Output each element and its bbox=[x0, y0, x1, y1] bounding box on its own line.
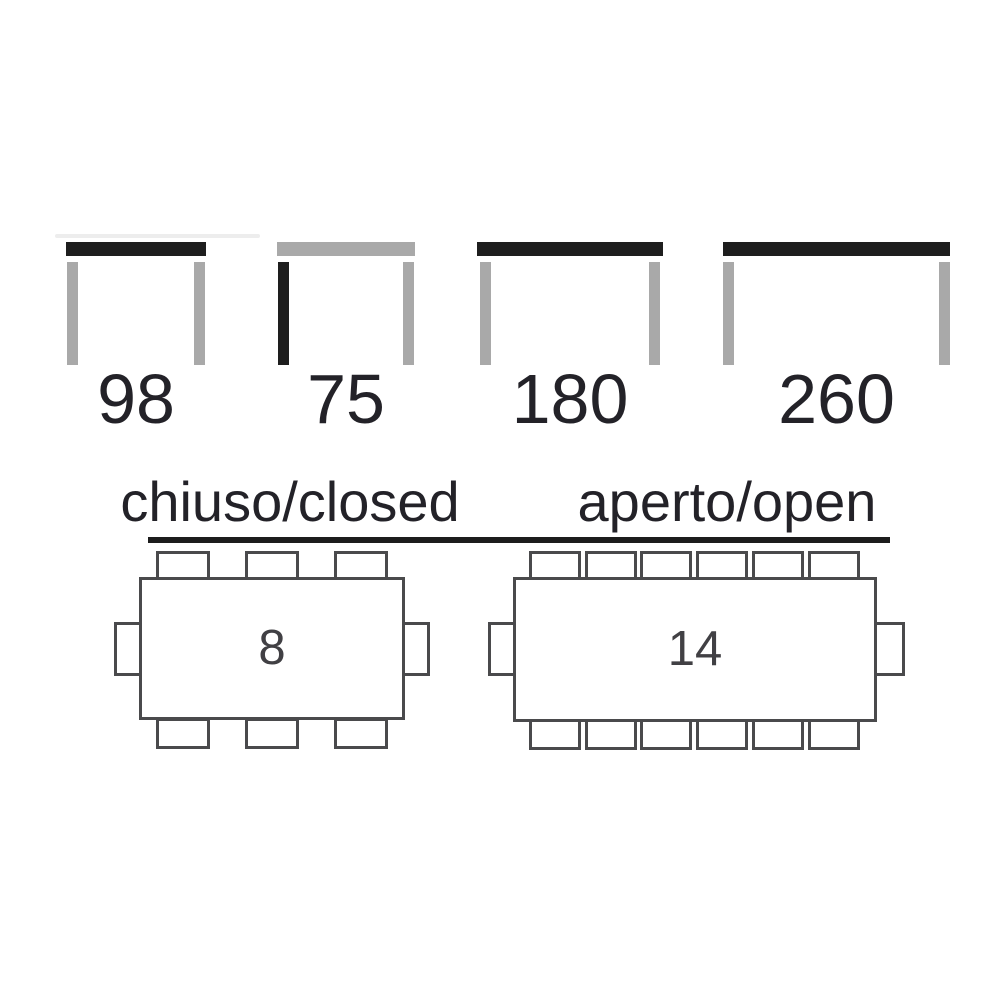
dimension-value: 180 bbox=[511, 360, 629, 438]
chair bbox=[696, 551, 748, 580]
dimension-value: 75 bbox=[307, 360, 385, 438]
side-view-98: 98 bbox=[66, 242, 206, 472]
table-leg-left bbox=[723, 262, 734, 365]
chair bbox=[640, 719, 692, 750]
chair bbox=[245, 718, 299, 749]
chair bbox=[334, 718, 388, 749]
chair bbox=[585, 551, 637, 580]
artifact-line bbox=[55, 234, 260, 238]
chair bbox=[156, 551, 210, 580]
dimension-value: 260 bbox=[778, 360, 895, 438]
table-leg-right bbox=[194, 262, 205, 365]
divider-line bbox=[148, 537, 890, 543]
chair bbox=[696, 719, 748, 750]
seat-count-open: 14 bbox=[667, 622, 723, 676]
chair bbox=[334, 551, 388, 580]
chair bbox=[402, 622, 430, 676]
side-view-180: 180 bbox=[477, 242, 663, 472]
table-leg-right bbox=[403, 262, 414, 365]
dimension-value: 98 bbox=[97, 360, 175, 438]
table-leg-left bbox=[480, 262, 491, 365]
chair bbox=[874, 622, 905, 676]
chair bbox=[808, 551, 860, 580]
side-view-75: 75 bbox=[277, 242, 415, 472]
table-leg-left bbox=[67, 262, 78, 365]
chair bbox=[752, 719, 804, 750]
tabletop-highlighted bbox=[723, 242, 950, 256]
seat-count-closed: 8 bbox=[258, 621, 286, 675]
chair bbox=[585, 719, 637, 750]
plan-view-open: 14 bbox=[488, 551, 908, 756]
tabletop-outline-closed: 8 bbox=[139, 577, 405, 720]
table-leg-right bbox=[939, 262, 950, 365]
table-leg-highlighted bbox=[278, 262, 289, 365]
tabletop-outline-open: 14 bbox=[513, 577, 877, 722]
chair bbox=[752, 551, 804, 580]
chair bbox=[640, 551, 692, 580]
table-leg-right bbox=[649, 262, 660, 365]
tabletop bbox=[277, 242, 415, 256]
label-open: aperto/open bbox=[577, 470, 877, 533]
chair bbox=[529, 719, 581, 750]
tabletop-highlighted bbox=[477, 242, 663, 256]
chair bbox=[808, 719, 860, 750]
side-view-260: 260 bbox=[723, 242, 950, 472]
chair bbox=[156, 718, 210, 749]
plan-view-closed: 8 bbox=[114, 551, 434, 756]
chair bbox=[488, 622, 516, 676]
label-closed: chiuso/closed bbox=[120, 470, 460, 533]
chair bbox=[114, 622, 142, 676]
tabletop-highlighted bbox=[66, 242, 206, 256]
chair bbox=[245, 551, 299, 580]
chair bbox=[529, 551, 581, 580]
